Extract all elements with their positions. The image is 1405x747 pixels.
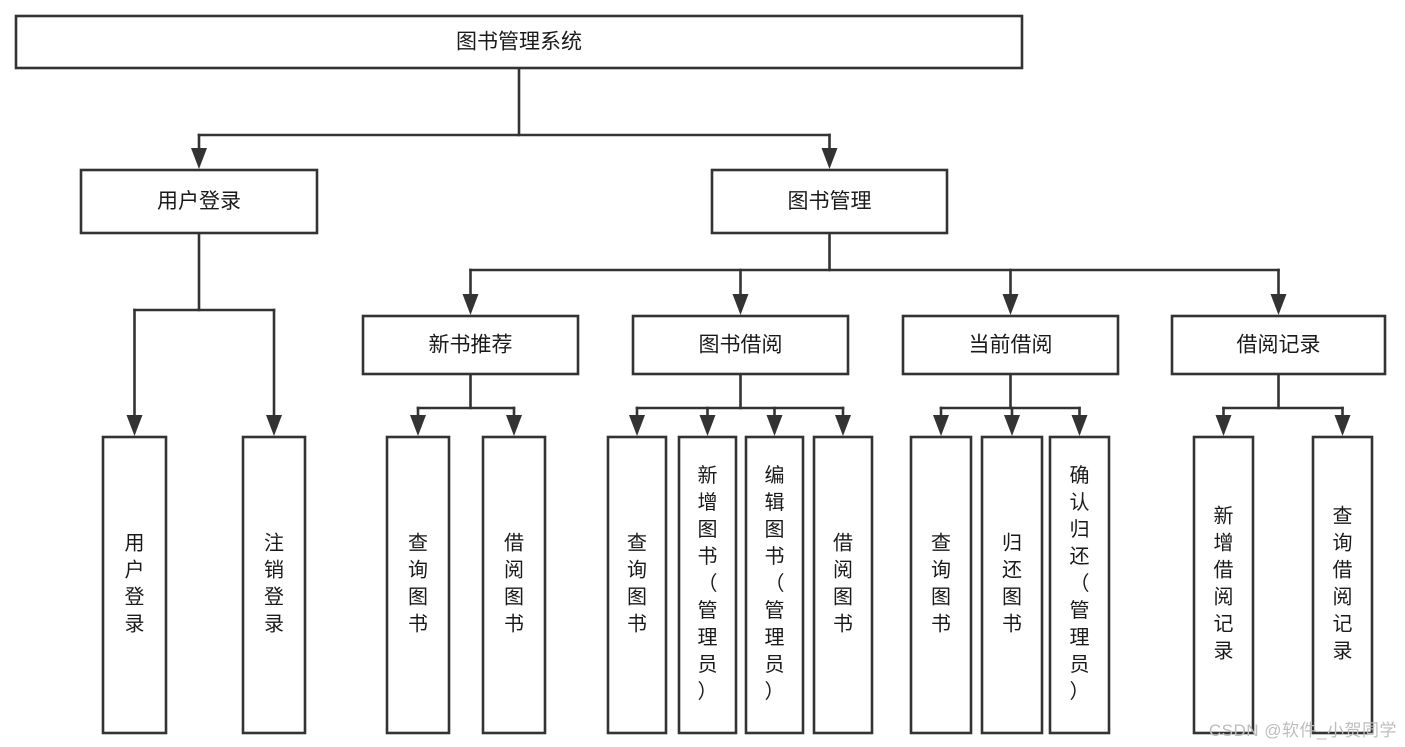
arrowhead-icon: [266, 415, 282, 436]
node-box[interactable]: [901, 314, 1120, 376]
edge-group-book-borrow: [629, 372, 851, 436]
node-label: 注销登录: [264, 532, 284, 636]
arrowhead-icon: [1215, 415, 1232, 436]
node-borrow-record[interactable]: 借阅记录: [1170, 314, 1387, 376]
node-label: 编辑图书（管理员）: [765, 464, 785, 703]
node-leaf-borrow-book-2[interactable]: 借阅图书: [812, 435, 874, 735]
node-label: 当前借阅: [969, 334, 1053, 357]
node-label: 图书管理: [788, 190, 872, 213]
node-user-login[interactable]: 用户登录: [79, 168, 319, 235]
arrowhead-icon: [410, 415, 426, 436]
arrowhead-icon: [699, 415, 716, 436]
node-box[interactable]: [1311, 435, 1374, 735]
node-label: 查询图书: [627, 532, 647, 636]
arrowhead-icon: [1270, 294, 1287, 315]
arrowhead-icon: [126, 415, 143, 436]
node-box[interactable]: [1170, 314, 1387, 376]
node-label: 新增借阅记录: [1214, 505, 1234, 663]
arrowhead-icon: [506, 415, 522, 436]
node-leaf-query-book-3[interactable]: 查询图书: [909, 435, 973, 735]
node-box[interactable]: [481, 435, 547, 735]
node-box[interactable]: [710, 168, 949, 235]
node-book-manage[interactable]: 图书管理: [710, 168, 949, 235]
node-box[interactable]: [606, 435, 668, 735]
node-label: 查询借阅记录: [1333, 505, 1353, 663]
node-box[interactable]: [812, 435, 874, 735]
node-label: 确认归还（管理员）: [1070, 464, 1090, 703]
node-leaf-query-record[interactable]: 查询借阅记录: [1311, 435, 1374, 735]
node-label: 用户登录: [125, 533, 145, 636]
node-label: 图书借阅: [699, 334, 783, 357]
node-label: 新增图书（管理员）: [698, 464, 718, 703]
node-box[interactable]: [1048, 435, 1111, 735]
node-box[interactable]: [385, 435, 451, 735]
node-current-borrow[interactable]: 当前借阅: [901, 314, 1120, 376]
edge-group-current-borrow: [933, 372, 1088, 436]
node-label: 查询图书: [931, 532, 951, 636]
edge-group-user-login: [126, 231, 282, 436]
node-box[interactable]: [980, 435, 1044, 735]
arrowhead-icon: [835, 415, 851, 436]
node-label: 新书推荐: [429, 334, 513, 357]
arrowhead-icon: [933, 415, 949, 436]
arrowhead-icon: [462, 294, 479, 315]
node-leaf-return-book[interactable]: 归还图书: [980, 435, 1044, 735]
node-leaf-add-record[interactable]: 新增借阅记录: [1192, 435, 1255, 735]
node-label: 查询图书: [408, 532, 428, 636]
node-box[interactable]: [909, 435, 973, 735]
arrowhead-icon: [1334, 415, 1351, 436]
node-leaf-add-book[interactable]: 新增图书（管理员）: [677, 435, 738, 735]
node-box[interactable]: [361, 314, 580, 376]
node-box[interactable]: [677, 435, 738, 735]
arrowhead-icon: [629, 415, 645, 436]
arrowhead-icon: [191, 148, 207, 169]
arrowhead-icon: [821, 148, 838, 169]
node-leaf-query-book-1[interactable]: 查询图书: [385, 435, 451, 735]
node-box[interactable]: [1192, 435, 1255, 735]
node-label: 借阅图书: [833, 532, 853, 636]
edge-group-book-manage: [462, 231, 1287, 315]
node-box[interactable]: [79, 168, 319, 235]
arrowhead-icon: [1002, 294, 1019, 315]
node-label: 图书管理系统: [456, 31, 582, 54]
node-leaf-confirm-return[interactable]: 确认归还（管理员）: [1048, 435, 1111, 735]
edge-group-new-book-rec: [410, 372, 522, 436]
node-book-borrow[interactable]: 图书借阅: [631, 314, 850, 376]
node-leaf-borrow-book-1[interactable]: 借阅图书: [481, 435, 547, 735]
node-leaf-edit-book[interactable]: 编辑图书（管理员）: [744, 435, 805, 735]
arrowhead-icon: [732, 294, 749, 315]
edge-group-borrow-record: [1215, 372, 1351, 436]
node-label: 借阅图书: [504, 532, 524, 636]
nodes-layer: 图书管理系统用户登录图书管理新书推荐图书借阅当前借阅借阅记录用户登录注销登录查询…: [14, 14, 1387, 735]
node-label: 归还图书: [1002, 532, 1022, 636]
node-box[interactable]: [241, 435, 307, 735]
edges-layer: [126, 66, 1351, 436]
node-label: 用户登录: [157, 190, 241, 213]
node-box[interactable]: [14, 14, 1024, 70]
node-box[interactable]: [101, 435, 168, 735]
arrowhead-icon: [1004, 415, 1020, 436]
node-box[interactable]: [631, 314, 850, 376]
node-label: 借阅记录: [1237, 334, 1321, 357]
node-leaf-user-logout[interactable]: 注销登录: [241, 435, 307, 735]
edge-group-root: [191, 66, 838, 169]
arrowhead-icon: [766, 415, 783, 436]
node-root[interactable]: 图书管理系统: [14, 14, 1024, 70]
node-box[interactable]: [744, 435, 805, 735]
node-leaf-user-login[interactable]: 用户登录: [101, 435, 168, 735]
arrowhead-icon: [1071, 415, 1088, 436]
node-leaf-query-book-2[interactable]: 查询图书: [606, 435, 668, 735]
node-new-book-rec[interactable]: 新书推荐: [361, 314, 580, 376]
